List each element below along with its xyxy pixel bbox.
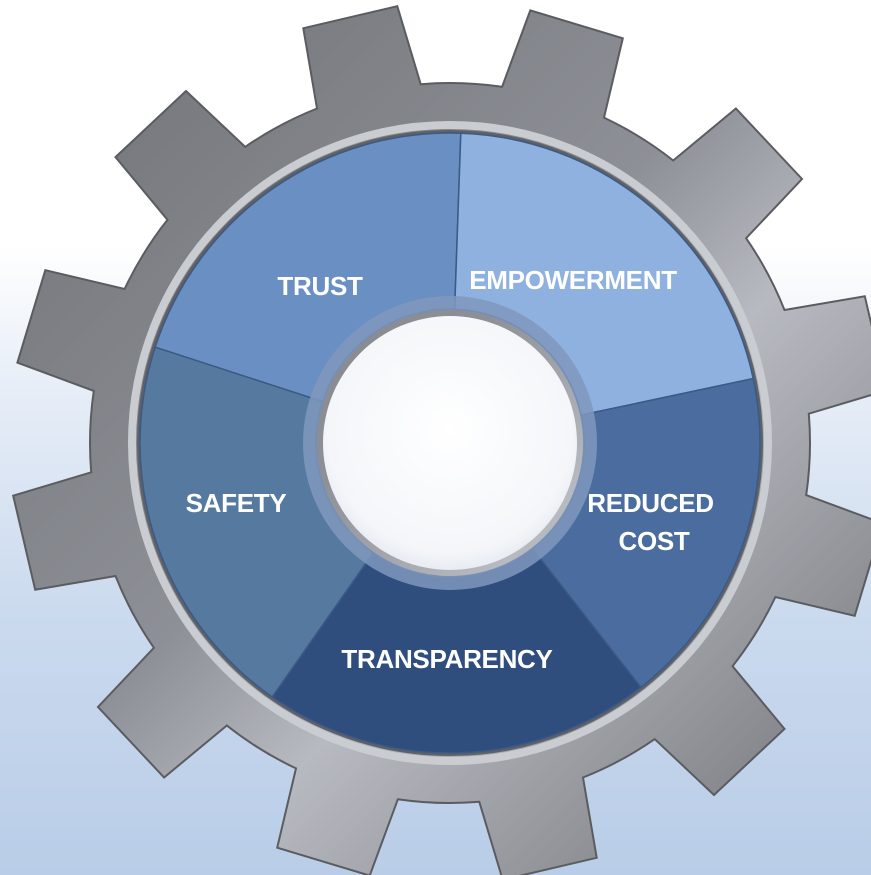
label-reduced-cost: REDUCED COST: [587, 488, 720, 556]
center-hole: [323, 316, 577, 570]
inner-ring-bevel: [303, 296, 597, 590]
label-transparency: TRANSPARENCY: [341, 644, 552, 674]
label-safety: SAFETY: [186, 488, 287, 518]
label-empowerment: EMPOWERMENT: [469, 265, 677, 295]
label-trust: TRUST: [277, 271, 363, 301]
gear-rim: [128, 121, 772, 765]
